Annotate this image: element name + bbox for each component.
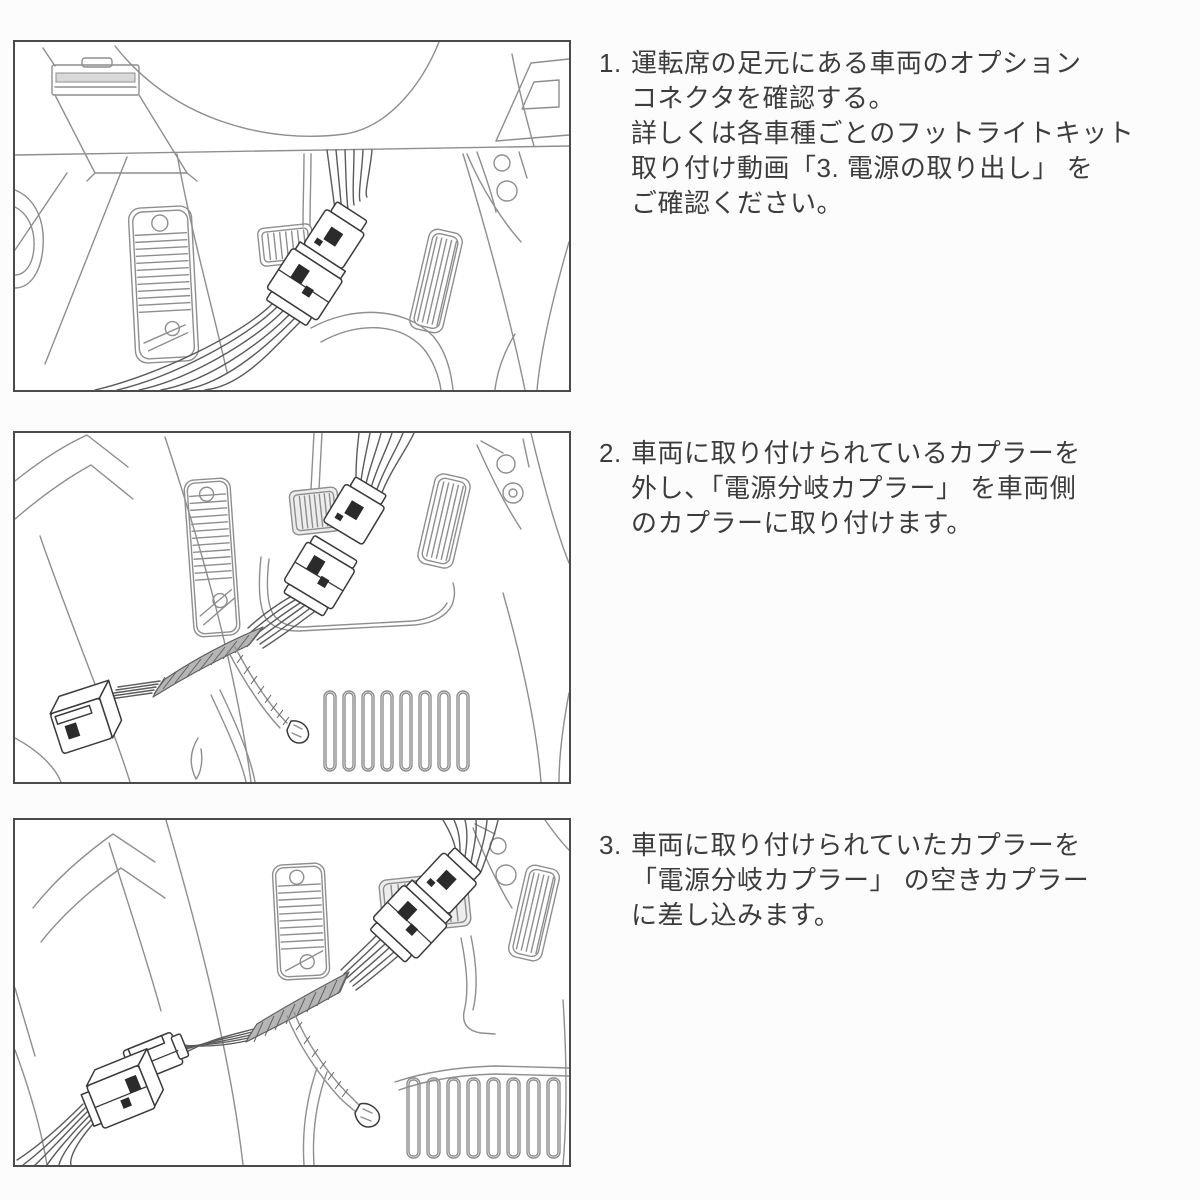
step-2-number: 2. (599, 438, 622, 468)
wire-harness (16, 820, 499, 1165)
floor-and-tunnel (302, 820, 569, 1165)
floor-mat (394, 935, 569, 1159)
wire-harness (94, 149, 373, 390)
power-branch-coupler (283, 535, 358, 617)
option-connector-coupler (266, 201, 368, 326)
step-1: 1. 運転席の足元にある車両のオプション コネクタを確認する。 詳しくは各車種ご… (599, 46, 1191, 221)
step-1-line-1: 運転席の足元にある車両のオプション (631, 48, 1082, 78)
accelerator-pedal (507, 864, 561, 962)
wire-harness (109, 433, 415, 700)
step-1-line-2: コネクタを確認する。 (631, 83, 895, 113)
step-2: 2. 車両に取り付けられているカプラーを 外し、「電源分岐カプラー」 を車両側 … (599, 436, 1191, 541)
step-3-line-2: 「電源分岐カプラー」 の空きカプラー (631, 865, 1090, 895)
illumination-branch-cable (227, 646, 310, 744)
illumination-branch-cable (286, 1011, 381, 1128)
accelerator-pedal (417, 473, 471, 569)
floor-and-tunnel (15, 433, 569, 782)
step-1-line-5: ご確認ください。 (631, 188, 844, 218)
taped-harness (245, 971, 350, 1043)
step1-illustration-svg (15, 42, 569, 390)
vehicle-coupler (323, 476, 387, 545)
mated-branch-coupler (370, 847, 482, 963)
step-3-text: 車両に取り付けられていたカプラーを 「電源分岐カプラー」 の空きカプラー に差し… (631, 828, 1191, 933)
step-2-text: 車両に取り付けられているカプラーを 外し、「電源分岐カプラー」 を車両側 のカプ… (631, 436, 1191, 541)
footrest-pedal (271, 862, 331, 981)
fuse-bracket (42, 47, 198, 182)
step-1-line-4: 取り付け動画「3. 電源の取り出し」 を (631, 153, 1094, 183)
step-1-text: 運転席の足元にある車両のオプション コネクタを確認する。 詳しくは各車種ごとのフ… (631, 46, 1191, 221)
illustration-step3-insert-vehicle-coupler (13, 818, 571, 1167)
floor-mat (258, 556, 470, 772)
step-3-number: 3. (599, 830, 622, 860)
illustration-step2-attach-branch-coupler (13, 431, 571, 784)
accelerator-pedal (409, 228, 463, 334)
step-2-line-1: 車両に取り付けられているカプラーを (631, 438, 1081, 468)
step3-illustration-svg (15, 820, 569, 1165)
illustration-step1-footwell-option-connector (13, 40, 571, 392)
pedal-hinge-bracket (472, 823, 517, 909)
footrest-pedal (127, 205, 200, 364)
step-3-line-3: に差し込みます。 (631, 900, 841, 930)
step-2-line-2: 外し、「電源分岐カプラー」 を車両側 (631, 473, 1077, 503)
step-1-line-3: 詳しくは各車種ごとのフットライトキット (631, 118, 1135, 148)
left-kick-panel (15, 153, 228, 373)
left-trim (15, 434, 252, 782)
step-2-line-3: のカプラーに取り付けます。 (631, 508, 973, 538)
step2-illustration-svg (15, 433, 569, 782)
step-3-line-1: 車両に取り付けられていたカプラーを (631, 830, 1081, 860)
pedal-hinge-bracket (476, 438, 530, 530)
taped-harness (152, 626, 264, 698)
step-3: 3. 車両に取り付けられていたカプラーを 「電源分岐カプラー」 の空きカプラー … (599, 828, 1191, 933)
pedal-hinge-bracket (466, 151, 528, 243)
dashboard-underside (15, 42, 569, 156)
step-1-number: 1. (599, 48, 622, 78)
footrest-pedal (183, 477, 241, 638)
empty-branch-coupler (49, 679, 123, 754)
floor-and-tunnel (310, 153, 569, 390)
vehicle-coupler (80, 1048, 165, 1129)
left-trim (15, 820, 244, 1165)
